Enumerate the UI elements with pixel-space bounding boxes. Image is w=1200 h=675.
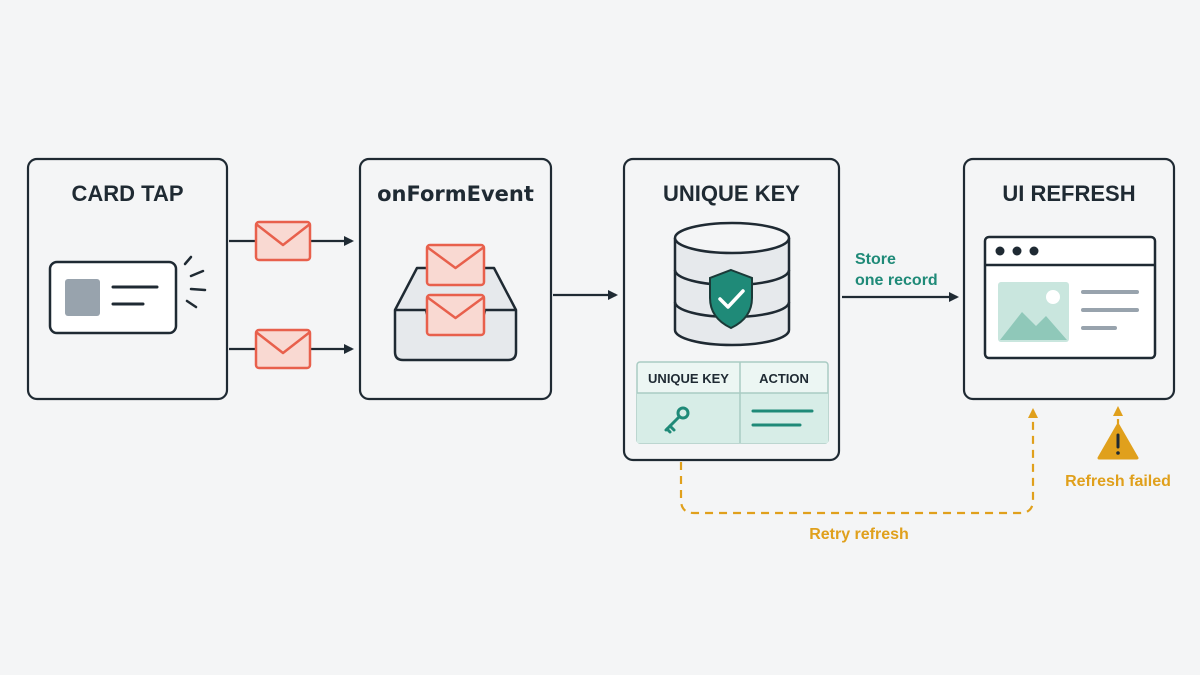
ui-refresh-title: UI REFRESH — [1002, 181, 1135, 206]
card-tap-panel: CARD TAP — [26, 157, 229, 401]
retry-refresh-path: Retry refresh — [679, 408, 1038, 543]
envelope-icon — [254, 220, 312, 262]
ui-refresh-panel: UI REFRESH — [962, 157, 1176, 401]
browser-window-icon — [983, 235, 1157, 360]
shield-check-icon — [709, 268, 753, 330]
form-event-panel: onFormEvent — [358, 157, 553, 401]
warning-icon — [1097, 423, 1139, 460]
envelope-icon — [425, 293, 486, 337]
envelope-icon — [254, 328, 312, 370]
unique-key-title: UNIQUE KEY — [663, 181, 800, 206]
envelope-icon — [425, 243, 486, 287]
key-action-table: UNIQUE KEY ACTION — [636, 361, 829, 444]
action-lines — [751, 409, 814, 427]
card-tap-title: CARD TAP — [71, 181, 183, 206]
retry-refresh-label: Retry refresh — [809, 526, 909, 543]
arrow-key-to-refresh: Store one record — [842, 251, 959, 302]
refresh-failed-indicator: Refresh failed — [1065, 406, 1171, 490]
refresh-failed-label: Refresh failed — [1065, 473, 1171, 490]
image-icon — [998, 282, 1069, 342]
unique-key-panel: UNIQUE KEY UNIQUE KEY ACTION — [622, 157, 841, 462]
table-header-action: ACTION — [759, 371, 809, 386]
tap-signal-icon — [183, 255, 207, 309]
card-icon — [48, 260, 178, 335]
key-icon — [664, 406, 690, 434]
store-label-line2: one record — [855, 272, 938, 289]
table-header-unique-key: UNIQUE KEY — [648, 371, 729, 386]
form-event-title: onFormEvent — [377, 182, 534, 206]
store-label-line1: Store — [855, 251, 896, 268]
